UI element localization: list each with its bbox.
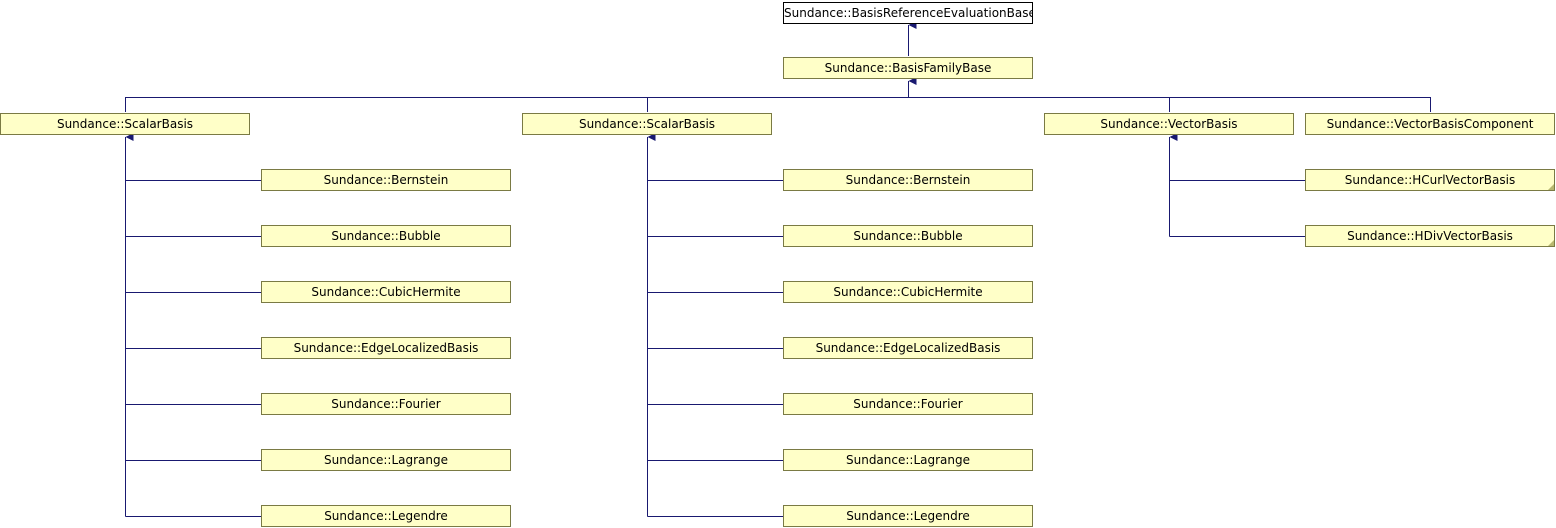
node-scalar-basis-1[interactable]: Sundance::ScalarBasis [0,113,250,135]
node-s2-lagrange[interactable]: Sundance::Lagrange [783,449,1033,471]
node-s1-bubble[interactable]: Sundance::Bubble [261,225,511,247]
node-vector-basis[interactable]: Sundance::VectorBasis [1044,113,1294,135]
node-basis-reference-evaluation-base[interactable]: Sundance::BasisReferenceEvaluationBase [783,2,1033,24]
node-s1-cubic-hermite[interactable]: Sundance::CubicHermite [261,281,511,303]
node-s1-legendre[interactable]: Sundance::Legendre [261,505,511,527]
node-s2-legendre[interactable]: Sundance::Legendre [783,505,1033,527]
node-s2-bubble[interactable]: Sundance::Bubble [783,225,1033,247]
node-vector-basis-component[interactable]: Sundance::VectorBasisComponent [1305,113,1555,135]
node-scalar-basis-2[interactable]: Sundance::ScalarBasis [522,113,772,135]
node-hcurl-vector-basis[interactable]: Sundance::HCurlVectorBasis [1305,169,1555,191]
node-s2-bernstein[interactable]: Sundance::Bernstein [783,169,1033,191]
node-s1-bernstein[interactable]: Sundance::Bernstein [261,169,511,191]
node-hdiv-vector-basis[interactable]: Sundance::HDivVectorBasis [1305,225,1555,247]
node-s2-cubic-hermite[interactable]: Sundance::CubicHermite [783,281,1033,303]
node-s2-edge-localized-basis[interactable]: Sundance::EdgeLocalizedBasis [783,337,1033,359]
node-s2-fourier[interactable]: Sundance::Fourier [783,393,1033,415]
node-basis-family-base[interactable]: Sundance::BasisFamilyBase [783,57,1033,79]
node-s1-fourier[interactable]: Sundance::Fourier [261,393,511,415]
node-s1-lagrange[interactable]: Sundance::Lagrange [261,449,511,471]
edge-children-family [125,97,1431,112]
node-s1-edge-localized-basis[interactable]: Sundance::EdgeLocalizedBasis [261,337,511,359]
